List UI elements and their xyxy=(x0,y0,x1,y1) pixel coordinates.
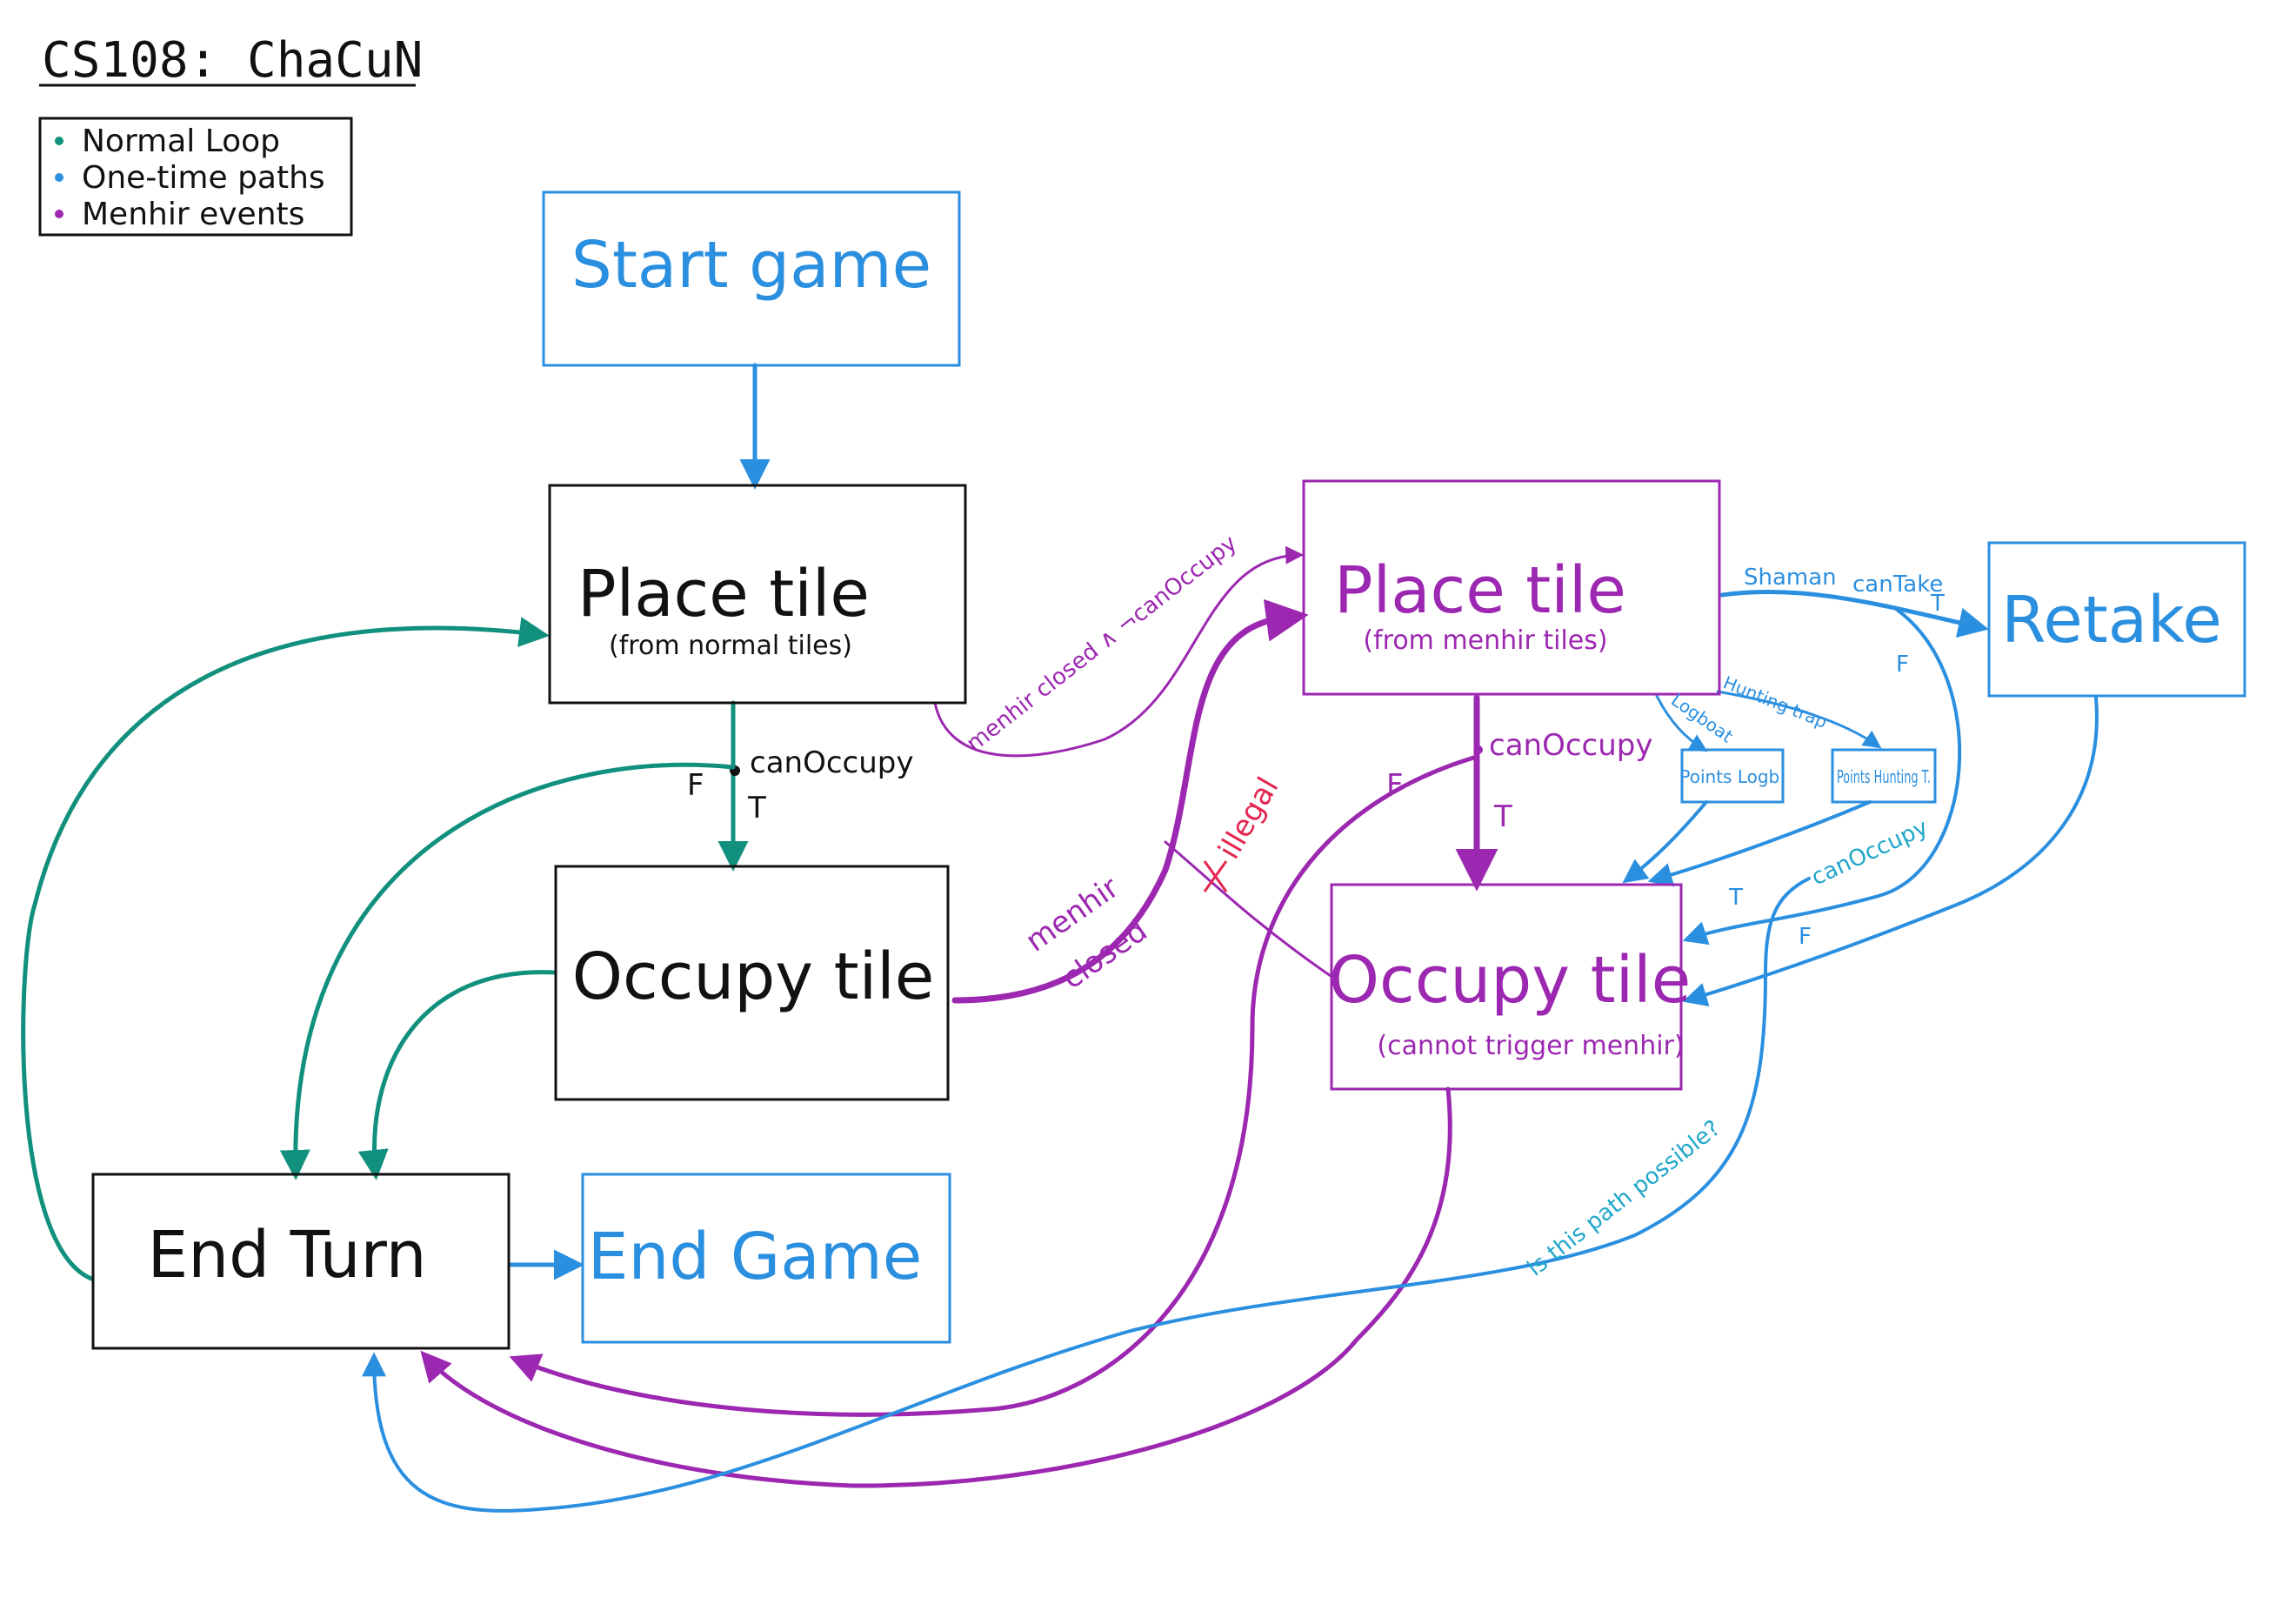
label-t-2: T xyxy=(1493,799,1512,834)
edge-place-false-to-endturn xyxy=(279,762,736,1180)
edge-menhiroccupy-to-endturn xyxy=(420,1086,1452,1488)
node-points-hunting: Points Hunting T. xyxy=(1831,748,1937,804)
label-place-tile-normal: Place tile xyxy=(577,557,870,632)
legend-dot-menhir xyxy=(55,210,63,218)
edge-question-to-endturn xyxy=(362,877,1811,1513)
edge-labels: canOccupy F T menhir closed ∧ ¬canOccupy… xyxy=(687,531,1945,1282)
node-retake: Retake xyxy=(1987,541,2246,698)
box-points-hunting xyxy=(1831,748,1937,804)
edges xyxy=(21,363,2099,1513)
box-end-turn xyxy=(91,1173,511,1350)
label-f-3: F xyxy=(1896,652,1909,678)
label-t-3: T xyxy=(1930,591,1945,617)
node-end-game: End Game xyxy=(581,1173,951,1344)
sublabel-place-tile-normal: (from normal tiles) xyxy=(609,631,852,661)
diagram-title: CS108: ChaCuN xyxy=(42,32,423,89)
label-logboat: Logboat xyxy=(1667,689,1737,746)
label-f-1: F xyxy=(687,768,704,803)
label-f-4: F xyxy=(1799,924,1812,950)
label-menhir-closed-cond: menhir closed ∧ ¬canOccupy xyxy=(962,531,1242,758)
label-occupy-tile-menhir: Occupy tile xyxy=(1329,943,1691,1018)
label-place-tile-menhir: Place tile xyxy=(1334,553,1626,628)
label-end-turn: End Turn xyxy=(147,1218,426,1293)
sublabel-place-tile-menhir: (from menhir tiles) xyxy=(1363,625,1607,656)
legend: Normal Loop One-time paths Menhir events xyxy=(38,117,353,237)
illegal-cross-icon xyxy=(1203,860,1228,892)
edge-menhirplace-false-to-endturn xyxy=(509,754,1479,1417)
label-illegal: illegal xyxy=(1211,772,1285,865)
label-f-2: F xyxy=(1386,768,1404,803)
box-place-tile-normal xyxy=(548,484,967,705)
label-canoccupy-1: canOccupy xyxy=(750,745,913,780)
label-shaman: Shaman xyxy=(1744,565,1837,591)
legend-dot-onetime xyxy=(55,173,63,182)
label-t-1: T xyxy=(747,791,766,825)
edge-retake-false-to-occupy xyxy=(1682,607,1962,946)
node-start-game: Start game xyxy=(542,190,961,367)
label-canoccupy-2: canOccupy xyxy=(1489,728,1652,763)
label-cantake: canTake xyxy=(1852,571,1943,598)
label-hunting-trap: Hunting trap xyxy=(1720,672,1830,732)
box-start-game xyxy=(542,190,961,367)
node-place-tile-menhir: Place tile (from menhir tiles) xyxy=(1302,479,1721,696)
decision-dot-canoccupy-2 xyxy=(1474,745,1483,754)
edge-illegal xyxy=(1164,840,1332,978)
edge-menhirplace-to-logboat xyxy=(1655,694,1708,752)
label-points-logboat: Points Logb. xyxy=(1679,766,1785,787)
box-end-game xyxy=(581,1173,951,1344)
sublabel-occupy-tile-menhir: (cannot trigger menhir) xyxy=(1377,1031,1684,1061)
node-points-logboat: Points Logb. xyxy=(1679,748,1785,804)
label-t-4: T xyxy=(1728,885,1743,911)
node-occupy-tile-menhir: Occupy tile (cannot trigger menhir) xyxy=(1329,883,1691,1091)
label-occupy-tile-normal: Occupy tile xyxy=(572,939,934,1014)
node-occupy-tile-normal: Occupy tile xyxy=(554,865,950,1101)
box-occupy-tile-normal xyxy=(554,865,950,1101)
box-place-tile-menhir xyxy=(1302,479,1721,696)
edge-menhirplace-to-retake xyxy=(1719,589,1989,638)
edge-menhirplace-to-hunting xyxy=(1716,690,1882,749)
label-question: is this path possible? xyxy=(1523,1115,1725,1281)
label-canoccupy-3: canOccupy xyxy=(1807,814,1932,891)
legend-box xyxy=(38,117,353,237)
legend-label-menhir: Menhir events xyxy=(82,197,304,232)
edge-occupy-to-endturn xyxy=(357,970,557,1180)
edge-hunting-to-occupy xyxy=(1647,800,1872,887)
label-end-game: End Game xyxy=(588,1220,922,1294)
legend-label-onetime: One-time paths xyxy=(82,160,325,196)
edge-logboat-to-occupy xyxy=(1622,800,1708,884)
label-retake: Retake xyxy=(2001,583,2222,658)
edge-retake-to-occupy xyxy=(1682,696,2099,1006)
edge-occupy-to-menhirplace xyxy=(951,598,1309,1004)
node-place-tile-normal: Place tile (from normal tiles) xyxy=(548,484,967,705)
legend-label-normal: Normal Loop xyxy=(82,124,280,159)
label-points-hunting: Points Hunting T. xyxy=(1837,766,1931,787)
node-end-turn: End Turn xyxy=(91,1173,511,1350)
box-points-logboat xyxy=(1680,748,1785,804)
edge-place-to-menhirplace xyxy=(933,545,1305,758)
box-occupy-tile-menhir xyxy=(1330,883,1683,1091)
edge-endturn-to-place xyxy=(21,617,550,1281)
label-start-game: Start game xyxy=(571,228,931,303)
box-retake xyxy=(1987,541,2246,698)
legend-dot-normal xyxy=(55,137,63,145)
